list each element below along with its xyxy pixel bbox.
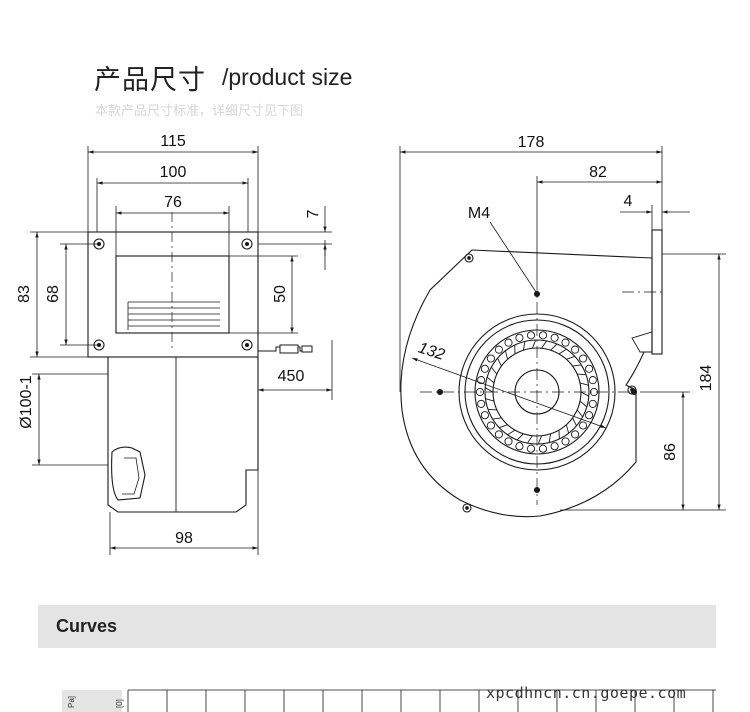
dim-68: 68 [45,285,62,303]
dim-98: 98 [175,530,193,547]
impeller-spoke [487,408,497,411]
impeller-spoke [499,424,508,429]
dim-7: 7 [305,209,322,218]
impeller-blade [550,442,559,451]
dim-132: 132 [416,340,447,364]
impeller-spoke [527,435,533,444]
page-subtitle: 本款产品尺寸标准，详细尺寸见下图 [95,104,304,119]
dim-76: 76 [164,194,182,211]
impeller-blade [480,411,489,420]
front-dimension-lines [30,146,333,555]
dim-4: 4 [624,193,633,210]
watermark-text: xpcdhncn.cn.goepe.com [486,684,687,702]
impeller-slats [127,301,220,330]
impeller-blade [486,421,495,430]
impeller-blade [526,331,536,340]
impeller-spoke [537,435,543,445]
impeller-spoke [492,417,502,420]
impeller-spoke [516,433,524,441]
dim-diameter: Ø100-1 [18,375,35,428]
impeller-spoke [522,341,526,351]
impeller-blade [588,376,597,385]
motor-body [107,357,259,513]
impeller-spoke [507,429,516,436]
dim-115: 115 [160,133,186,150]
impeller-spoke [550,343,558,351]
impeller-blade [526,444,536,453]
curves-section-header: Curves [38,605,716,648]
impeller-blade [515,442,524,451]
dim-82: 82 [589,164,607,181]
impeller-spoke [566,355,575,360]
side-dimension-lines [399,146,726,511]
dim-86: 86 [662,443,679,461]
curves-label: Curves [56,616,118,636]
impeller-blade [494,430,503,439]
impeller-spoke [576,409,584,418]
impeller-blade [585,364,594,373]
impeller-blade [571,345,580,354]
curves-grid-partial: Pa] [0] [62,689,716,712]
impeller-blade [579,354,588,363]
axis-unit-bracket: [0] [115,699,124,708]
impeller-blade [571,430,580,439]
page-title-chinese: 产品尺寸 [94,65,206,96]
impeller-spoke [531,339,537,349]
outlet-opening [115,255,230,334]
impeller-blade [515,333,524,342]
dim-83: 83 [16,285,33,303]
impeller-blade [538,331,548,340]
thread-m4: M4 [468,205,490,222]
impeller-spoke [485,398,495,402]
impeller-blade [494,345,503,354]
dim-50: 50 [272,285,289,303]
impeller-blade [588,399,597,408]
page-title-english: /product size [222,64,353,90]
side-view [400,229,666,518]
inlet-nozzle [111,446,146,501]
impeller-spoke [572,417,577,426]
impeller-blade [504,338,513,347]
impeller-spoke [580,391,590,397]
dim-100: 100 [160,164,187,181]
impeller-spoke [486,376,495,384]
axis-unit-pa: Pa] [67,696,76,708]
impeller-spoke [548,433,552,443]
dim-178: 178 [518,134,545,151]
impeller-spoke [565,424,570,434]
impeller-blade [477,399,486,408]
dim-184: 184 [698,365,715,392]
impeller-spoke [497,358,502,367]
impeller-spoke [541,340,547,349]
impeller-spoke [579,400,588,408]
impeller-blade [585,411,594,420]
impeller-blade [561,437,570,446]
impeller-blade [486,354,495,363]
scroll-housing [400,249,653,518]
technical-drawing: 115 100 76 7 83 68 50 450 Ø100-1 98 [16,133,726,555]
dim-450: 450 [278,368,305,385]
front-view [87,212,326,513]
impeller-blade [550,333,559,342]
impeller-spoke [484,387,494,393]
front-flange [87,231,259,358]
impeller-spoke [490,366,498,375]
impeller-spoke [572,364,582,367]
impeller-blade [538,444,548,453]
impeller-spoke [577,373,587,376]
impeller-blade [561,338,570,347]
impeller-spoke [558,348,567,355]
impeller-blade [579,421,588,430]
impeller-spoke [579,382,589,386]
impeller-blade [480,364,489,373]
impeller-spoke [504,350,509,360]
impeller-blade [504,437,513,446]
